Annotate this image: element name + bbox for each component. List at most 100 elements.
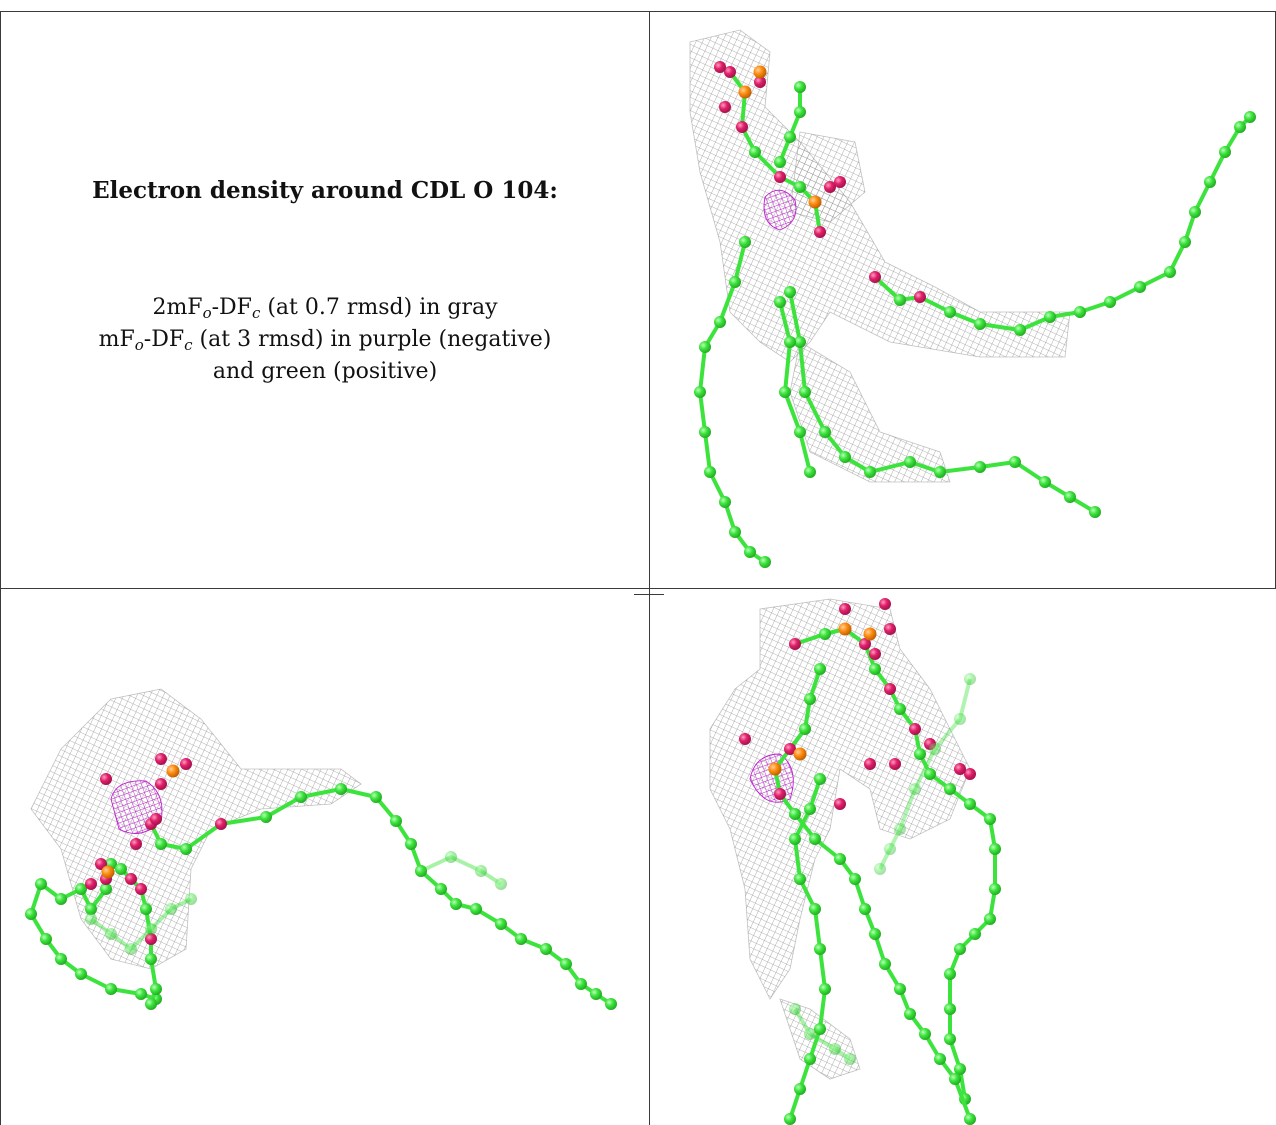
density-mesh-2fofc — [689, 29, 1071, 363]
oxygen-atom — [889, 758, 901, 770]
carbon-atom — [729, 526, 741, 538]
oxygen-atom — [859, 638, 871, 650]
carbon-atom — [789, 808, 801, 820]
oxygen-atom — [884, 623, 896, 635]
carbon-atom — [814, 663, 826, 675]
oxygen-atom — [824, 181, 836, 193]
carbon-atom — [909, 783, 921, 795]
carbon-atom — [804, 1053, 816, 1065]
carbon-atom — [405, 838, 417, 850]
oxygen-atom — [155, 753, 167, 765]
carbon-atom — [105, 983, 117, 995]
oxygen-atom — [719, 101, 731, 113]
carbon-atom — [814, 773, 826, 785]
carbon-atom — [789, 833, 801, 845]
carbon-atom — [784, 131, 796, 143]
oxygen-atom — [100, 773, 112, 785]
carbon-atom — [794, 873, 806, 885]
carbon-atom — [694, 386, 706, 398]
carbon-atom — [295, 791, 307, 803]
molecule-view-bottom-right — [709, 598, 1001, 1125]
phosphorus-atom — [793, 747, 807, 761]
caption-cell: Electron density around CDL O 104: 2mFo-… — [1, 12, 649, 588]
carbon-atom — [180, 843, 192, 855]
carbon-atom — [984, 913, 996, 925]
carbon-atom — [804, 1028, 816, 1040]
carbon-atom — [85, 913, 97, 925]
carbon-atom — [914, 748, 926, 760]
carbon-atom — [145, 923, 157, 935]
carbon-atom — [105, 928, 117, 940]
carbon-atom — [869, 663, 881, 675]
carbon-atom — [699, 341, 711, 353]
density-mesh-2fofc — [789, 341, 951, 483]
carbon-atom — [934, 1053, 946, 1065]
carbon-atom — [75, 968, 87, 980]
carbon-atom — [894, 823, 906, 835]
carbon-atom — [809, 903, 821, 915]
carbon-atom — [450, 898, 462, 910]
carbon-atom — [1089, 506, 1101, 518]
carbon-atom — [714, 316, 726, 328]
carbon-atom — [794, 336, 806, 348]
carbon-atom — [495, 878, 507, 890]
carbon-atom — [145, 998, 157, 1010]
oxygen-atom — [774, 788, 786, 800]
oxygen-atom — [145, 933, 157, 945]
carbon-atom — [415, 865, 427, 877]
carbon-atom — [794, 1083, 806, 1095]
carbon-atom — [834, 853, 846, 865]
legend-line-fofc: mFo-DFc (at 3 rmsd) in purple (negative) — [1, 324, 649, 356]
legend-line2-prefix: mF — [98, 327, 135, 352]
oxygen-atom — [215, 818, 227, 830]
carbon-atom — [495, 918, 507, 930]
carbon-atom — [904, 1008, 916, 1020]
carbon-atom — [719, 496, 731, 508]
oxygen-atom — [130, 838, 142, 850]
panel-bottom-right — [650, 589, 1275, 1125]
oxygen-atom — [814, 226, 826, 238]
carbon-atom — [954, 1063, 966, 1075]
carbon-atom — [919, 1028, 931, 1040]
carbon-atom — [1244, 111, 1256, 123]
legend-line1-suffix: (at 0.7 rmsd) in gray — [260, 295, 498, 320]
carbon-atom — [819, 426, 831, 438]
phosphorus-atom — [768, 762, 782, 776]
legend-line1-sub-o: o — [202, 304, 212, 322]
grid-line-left — [0, 11, 1, 1125]
carbon-atom — [515, 933, 527, 945]
carbon-atom — [40, 933, 52, 945]
carbon-atom — [150, 983, 162, 995]
carbon-atom — [759, 556, 771, 568]
carbon-atom — [804, 466, 816, 478]
carbon-atom — [894, 983, 906, 995]
carbon-atom — [370, 791, 382, 803]
grid-line-tick — [634, 594, 664, 595]
carbon-atom — [744, 546, 756, 558]
phosphorus-atom — [101, 865, 115, 879]
carbon-atom — [390, 815, 402, 827]
carbon-atom — [944, 783, 956, 795]
carbon-atom — [1219, 146, 1231, 158]
carbon-atom — [944, 1033, 956, 1045]
carbon-atom — [849, 873, 861, 885]
carbon-atom — [699, 426, 711, 438]
legend-line1-sub-c: c — [251, 304, 261, 322]
panel-bottom-left — [1, 589, 649, 1125]
carbon-atom — [575, 978, 587, 990]
carbon-atom — [949, 1073, 961, 1085]
legend-line1-mid: -DF — [211, 295, 252, 320]
carbon-atom — [989, 883, 1001, 895]
carbon-atom — [1234, 121, 1246, 133]
carbon-atom — [894, 294, 906, 306]
oxygen-atom — [789, 638, 801, 650]
phosphorus-atom — [753, 65, 767, 79]
carbon-atom — [804, 693, 816, 705]
carbon-atom — [140, 903, 152, 915]
carbon-atom — [944, 1003, 956, 1015]
carbon-atom — [185, 893, 197, 905]
oxygen-atom — [839, 603, 851, 615]
grid-line-middle — [649, 11, 650, 1125]
carbon-atom — [869, 928, 881, 940]
